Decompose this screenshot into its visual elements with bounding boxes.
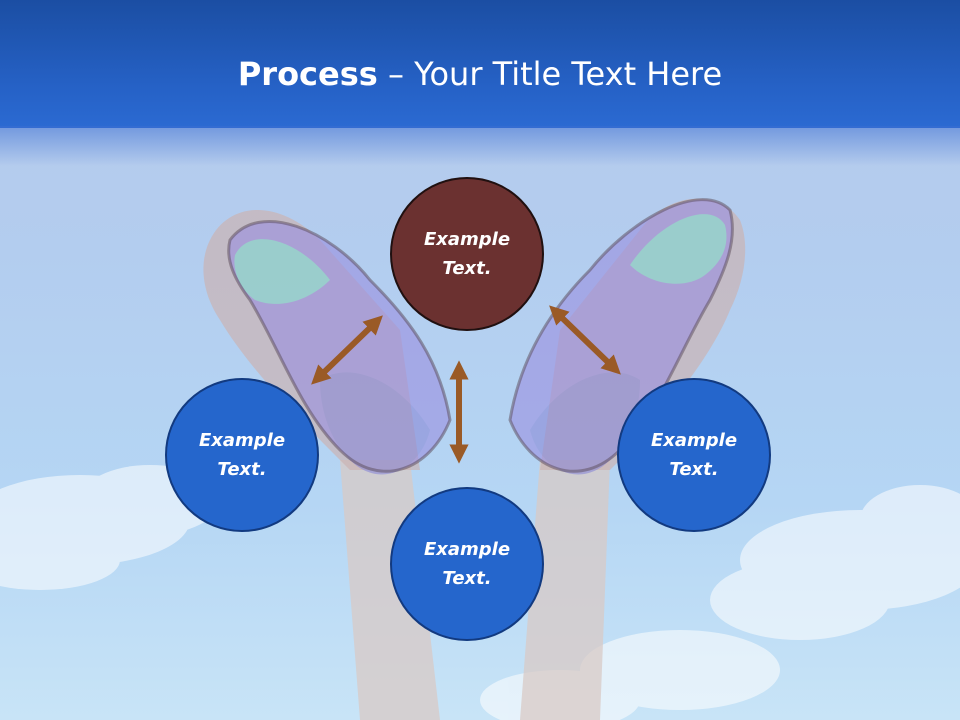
process-node-bottom[interactable]: Example Text. — [390, 487, 544, 641]
process-node-bottom-text: Example Text. — [423, 539, 511, 589]
process-node-right-text: Example Text. — [650, 430, 738, 480]
slide-title-rest: – Your Title Text Here — [377, 55, 723, 93]
process-node-left[interactable]: Example Text. — [165, 378, 319, 532]
process-node-top-text: Example Text. — [423, 229, 511, 279]
process-node-top[interactable]: Example Text. — [390, 177, 544, 331]
title-bar — [0, 0, 960, 128]
title-bar-fade — [0, 126, 960, 166]
slide-title-strong: Process — [237, 55, 378, 93]
arrow-top-right[interactable] — [549, 305, 621, 375]
arrow-top-left[interactable] — [311, 315, 383, 385]
process-node-right[interactable]: Example Text. — [617, 378, 771, 532]
slide-title[interactable]: Process – Your Title Text Here — [0, 52, 960, 96]
process-node-left-text: Example Text. — [198, 430, 286, 480]
